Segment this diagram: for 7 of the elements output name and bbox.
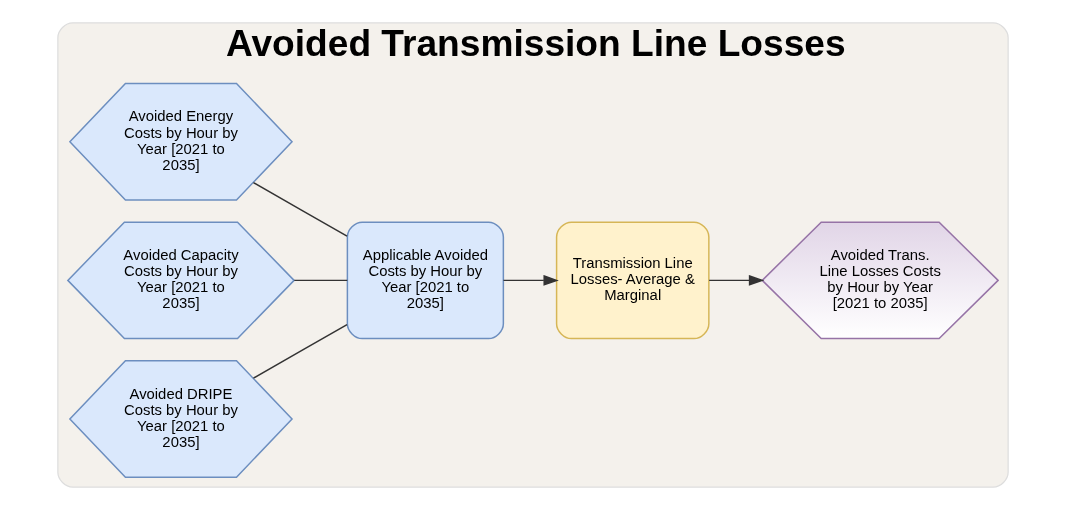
arrow [707,275,764,286]
node-box: Applicable Avoided Costs by Hour by Year [2021 to 2035] [346,221,504,340]
node-box: Transmission Line Losses- Average & Marginal [555,221,710,340]
arrow [502,275,559,286]
connector [252,323,348,379]
connector [252,181,348,237]
connector [293,279,348,282]
